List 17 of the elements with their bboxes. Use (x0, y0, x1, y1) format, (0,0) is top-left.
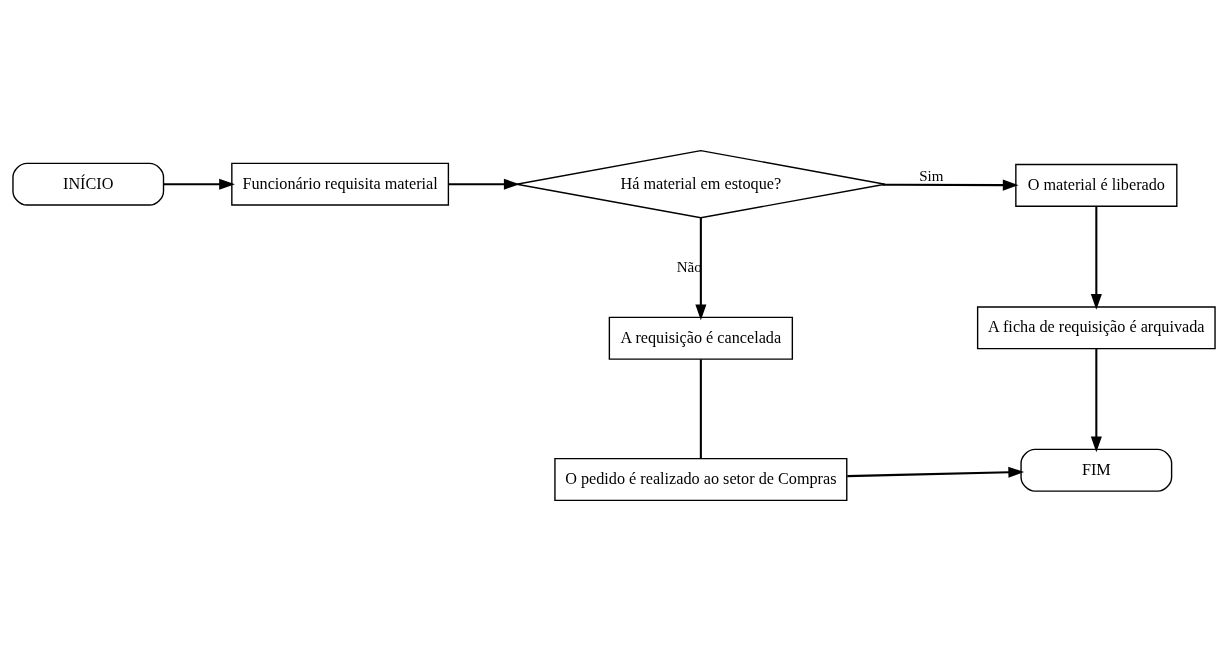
arrow (882, 179, 1019, 191)
edge-label: Sim (919, 168, 944, 185)
arrow (163, 178, 235, 190)
node-box: Funcionário requisita material (231, 162, 450, 206)
arrow (695, 218, 707, 321)
node-box: O pedido é realizado ao setor de Compras (554, 458, 848, 502)
arrow (1090, 206, 1102, 310)
node-box: INÍCIO (12, 162, 165, 206)
arrow (847, 466, 1025, 478)
node-box: A requisição é cancelada (608, 316, 794, 360)
node-box: O material é liberado (1015, 163, 1178, 207)
node-diamond: Há material em estoque? (516, 149, 886, 219)
arrow (448, 178, 520, 190)
node-box: A ficha de requisição é arquivada (976, 306, 1216, 350)
arrow (1090, 348, 1102, 453)
node-box: FIM (1020, 448, 1173, 492)
connector (699, 359, 702, 459)
